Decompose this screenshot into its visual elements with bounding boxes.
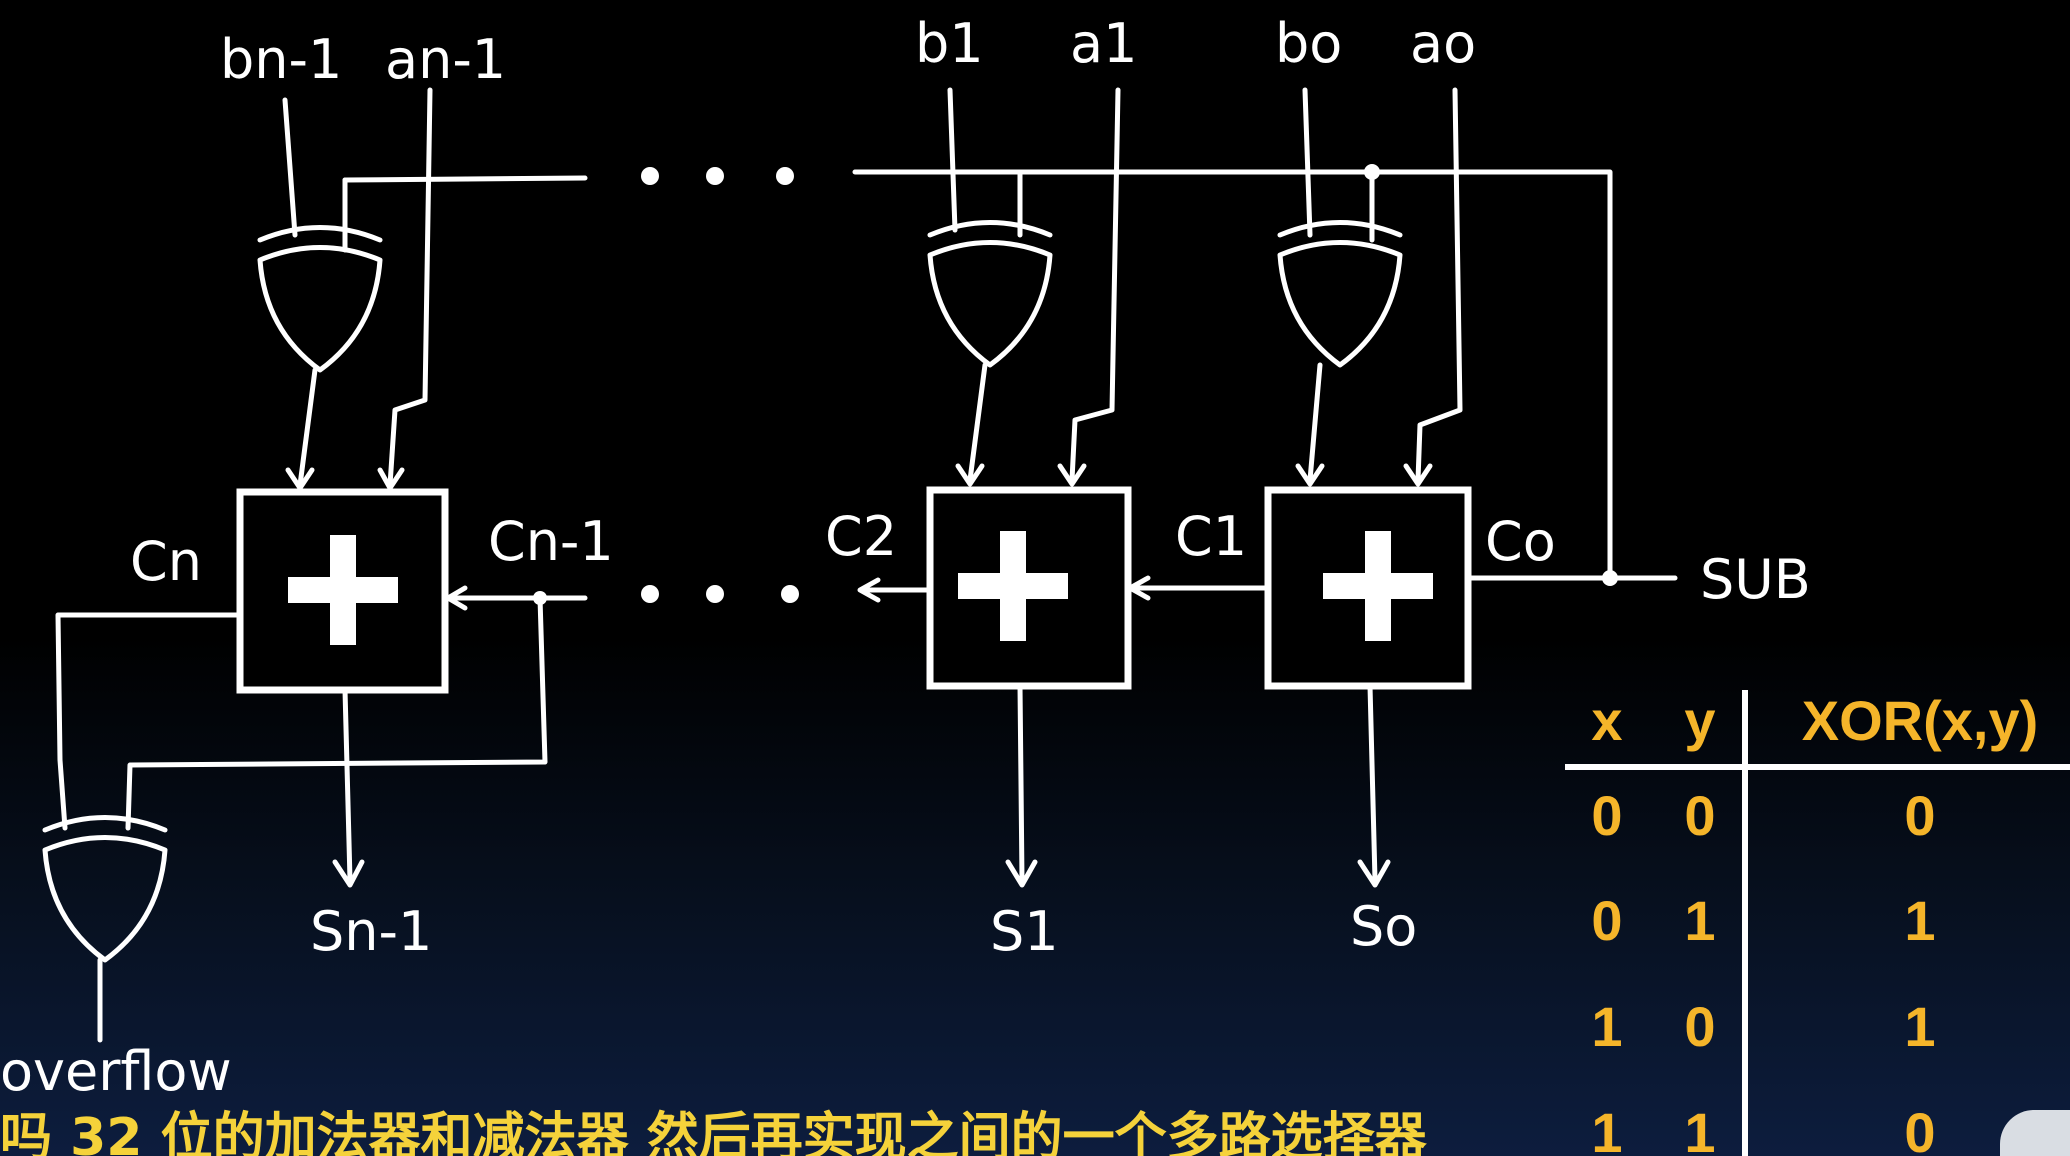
xor-gate-0 xyxy=(1280,223,1400,366)
label-a-n-minus-1: an-1 xyxy=(385,28,506,91)
wire-a-1 xyxy=(1069,87,1121,483)
label-b-0: bo xyxy=(1275,12,1342,75)
tt-header-x: x xyxy=(1591,689,1622,752)
tt-cell: 0 xyxy=(1904,784,1935,847)
tt-cell: 1 xyxy=(1684,889,1715,952)
wire-a-0 xyxy=(1415,87,1463,483)
wire-b-0 xyxy=(1302,87,1313,238)
wire-xor-out-1 xyxy=(967,362,988,483)
label-s-n-minus-1: Sn-1 xyxy=(310,900,432,963)
label-a-1: a1 xyxy=(1070,12,1137,75)
tt-header-y: y xyxy=(1684,689,1715,752)
label-sub: SUB xyxy=(1700,548,1811,611)
adder-input-arrows xyxy=(285,463,1433,491)
tt-cell: 1 xyxy=(1904,995,1935,1058)
sub-bus xyxy=(342,164,1678,586)
label-s-1: S1 xyxy=(990,900,1059,963)
tt-cell: 1 xyxy=(1591,995,1622,1058)
label-c-n: Cn xyxy=(130,530,202,593)
tt-cell: 0 xyxy=(1591,889,1622,952)
tt-cell: 1 xyxy=(1904,889,1935,952)
label-c-n-minus-1: Cn-1 xyxy=(488,510,614,573)
wire-xor-out-n-minus-1 xyxy=(297,367,318,488)
wire-xor-out-0 xyxy=(1307,362,1323,483)
label-c-2: C2 xyxy=(825,505,897,568)
tt-cell: 0 xyxy=(1684,784,1715,847)
full-adder-0 xyxy=(1264,486,1472,690)
wire-b-1 xyxy=(947,87,958,233)
label-c-1: C1 xyxy=(1175,505,1247,568)
label-s-0: So xyxy=(1350,895,1417,958)
label-overflow: overflow xyxy=(0,1040,232,1103)
full-adder-n-minus-1 xyxy=(236,488,449,694)
tt-header-xor: XOR(x,y) xyxy=(1802,689,2039,752)
label-a-0: ao xyxy=(1410,12,1476,75)
label-b-n-minus-1: bn-1 xyxy=(220,28,342,91)
wire-b-n-minus-1 xyxy=(282,97,298,238)
wire-a-n-minus-1 xyxy=(387,87,433,488)
full-adder-1 xyxy=(926,486,1132,690)
xor-truth-table: x y XOR(x,y) 0 0 0 0 1 1 1 0 1 1 1 0 xyxy=(1565,689,2070,1156)
carry-chain xyxy=(55,575,1271,831)
tt-cell: 1 xyxy=(1684,1101,1715,1156)
xor-gate-1 xyxy=(930,223,1050,366)
label-b-1: b1 xyxy=(915,12,984,75)
carry-ellipsis xyxy=(641,585,799,603)
tt-cell: 0 xyxy=(1904,1101,1935,1156)
player-corner-icon[interactable] xyxy=(2000,1110,2070,1156)
sum-outputs xyxy=(332,683,1391,888)
label-c-0: Co xyxy=(1485,510,1556,573)
tt-cell: 0 xyxy=(1591,784,1622,847)
bus-ellipsis-top xyxy=(641,167,794,185)
tt-cell: 0 xyxy=(1684,995,1715,1058)
xor-gate-overflow xyxy=(45,818,165,961)
video-subtitle: 吗 32 位的加法器和减法器 然后再实现之间的一个多路选择器 xyxy=(0,1108,1427,1156)
xor-gate-n-minus-1 xyxy=(260,228,380,371)
tt-cell: 1 xyxy=(1591,1101,1622,1156)
